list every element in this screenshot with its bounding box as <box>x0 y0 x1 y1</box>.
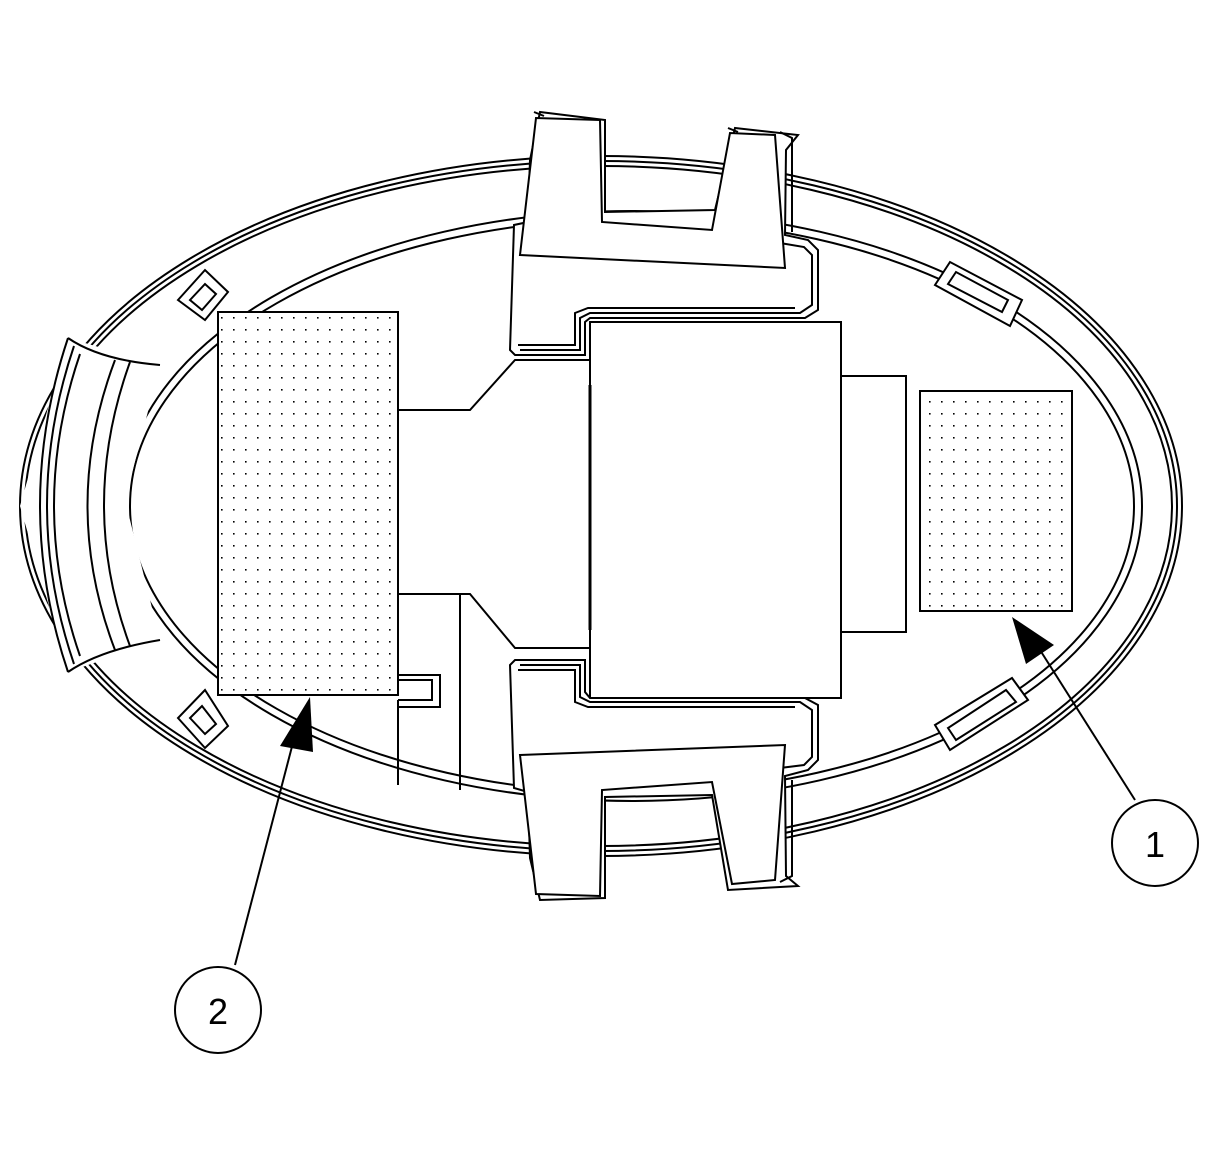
center-assembly <box>397 321 907 790</box>
callout-1: 1 <box>1111 799 1199 887</box>
arrowhead-1 <box>1012 617 1054 664</box>
callout-2-label: 2 <box>208 991 228 1032</box>
wire-loop <box>398 679 433 701</box>
clip-top-left-inner <box>188 282 218 312</box>
callout-1-circle <box>1111 799 1199 887</box>
clip-top-right-inner <box>946 270 1010 314</box>
callout-1-label: 1 <box>1145 824 1165 865</box>
leader-line-1 <box>1039 649 1136 801</box>
body-step <box>840 375 907 633</box>
ring-clips <box>176 260 1030 752</box>
leader-line-2 <box>234 734 296 966</box>
main-body <box>589 321 842 699</box>
upper-bracket <box>508 110 819 356</box>
clip-bottom-right-inner <box>946 688 1018 742</box>
pad-right-texture <box>919 390 1073 612</box>
callout-2: 2 <box>174 966 262 1054</box>
left-mounting-tab <box>20 337 161 673</box>
callout-2-circle <box>174 966 262 1054</box>
dotted-pads <box>217 311 1073 696</box>
lower-bracket <box>508 659 819 902</box>
clip-bottom-left-inner <box>188 704 218 736</box>
arrowhead-2 <box>280 697 313 752</box>
leaders <box>234 617 1136 966</box>
connector-neck <box>397 359 591 649</box>
pad-left-texture <box>217 311 399 696</box>
